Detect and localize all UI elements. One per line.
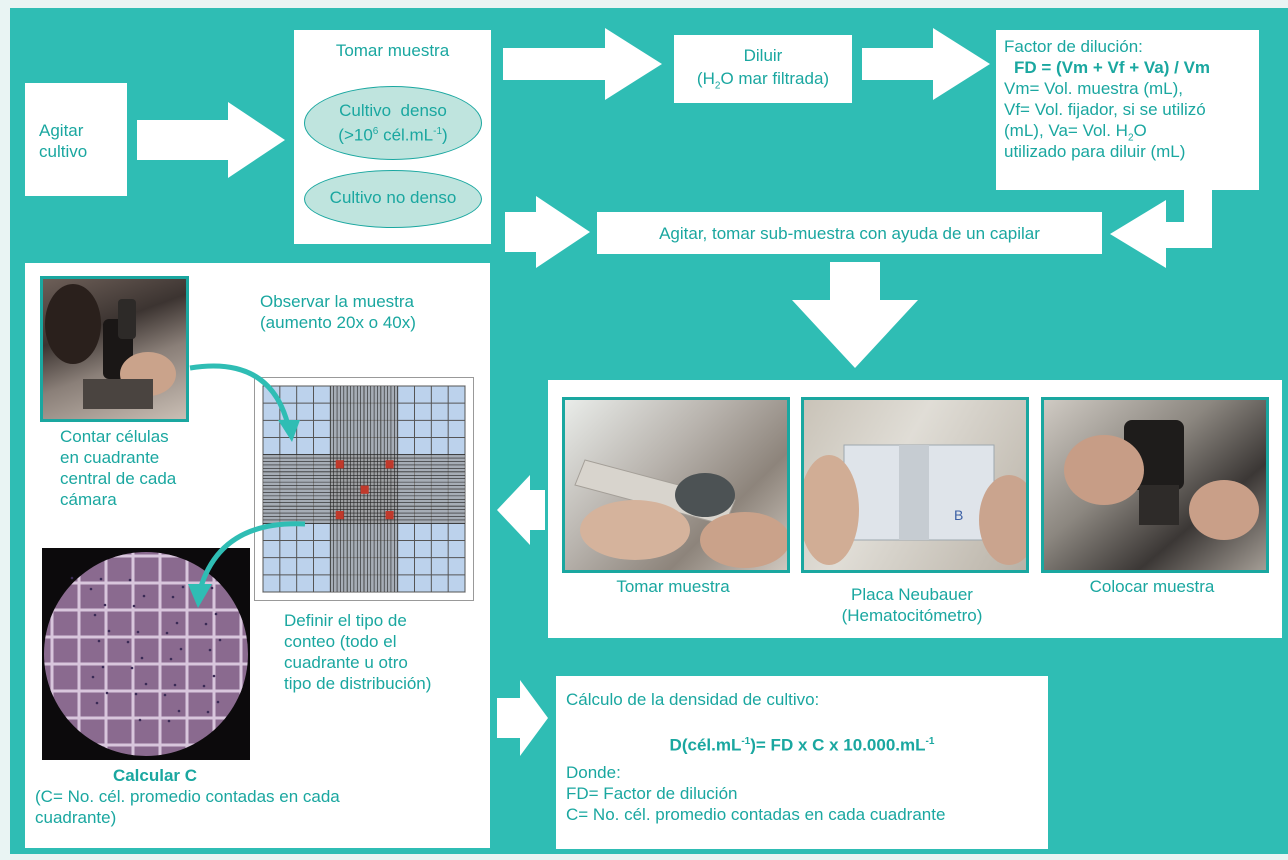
frame-edge-bottom xyxy=(0,854,1288,860)
step-agitar-box: Agitar cultivo xyxy=(25,83,127,196)
photo-placa-neubauer: B xyxy=(801,397,1029,573)
factor-dilucion-box: Factor de dilución: FD = (Vm + Vf + Va) … xyxy=(996,30,1259,190)
observar-label: Observar la muestra (aumento 20x o 40x) xyxy=(260,292,416,332)
microscope-illustration xyxy=(45,284,176,409)
photos-panel: B Tomar muestra Placa Neubauer (Hematoci… xyxy=(548,380,1282,638)
contar-label: Contar células en cuadrante central de c… xyxy=(60,427,177,509)
red-counting-square xyxy=(385,510,394,520)
caption-colocar: Colocar muestra xyxy=(1089,577,1215,596)
definir-label: Definir el tipo de conteo (todo el cuadr… xyxy=(284,611,432,693)
arrow-factor-to-submuestra xyxy=(1110,188,1212,268)
factor-line2: Vf= Vol. fijador, si se utilizó xyxy=(1004,100,1206,119)
caption-tomar: Tomar muestra xyxy=(616,577,730,596)
arrow-tomar-to-diluir xyxy=(503,28,662,100)
frame-edge-top xyxy=(0,0,1288,8)
photo-placa-art: B xyxy=(804,444,1026,565)
cultivo-no-denso-ellipse: Cultivo no denso xyxy=(304,170,482,228)
step-diluir-title: Diluir xyxy=(743,46,783,65)
cultivo-no-denso-label: Cultivo no denso xyxy=(329,188,457,207)
caption-placa: Placa Neubauer (Hematocitómetro) xyxy=(841,585,983,625)
factor-title: Factor de dilución: xyxy=(1004,37,1143,56)
arrow-agitar-to-tomar xyxy=(137,102,285,178)
red-counting-square xyxy=(360,485,369,494)
svg-text:B: B xyxy=(954,507,963,523)
step-diluir-sub: (H2O mar filtrada) xyxy=(696,69,830,92)
red-counting-square xyxy=(385,460,394,469)
curve-microscope-to-grid xyxy=(189,363,291,426)
calculo-c: C= No. cél. promedio contadas en cada cu… xyxy=(566,805,946,824)
arrow-photos-to-left xyxy=(497,475,545,545)
curve-head-1 xyxy=(278,420,300,442)
step-agitar-label: Agitar cultivo xyxy=(39,121,88,161)
step-tomar-title: Tomar muestra xyxy=(335,41,450,60)
step-submuestra-label: Agitar, tomar sub-muestra con ayuda de u… xyxy=(659,224,1040,243)
photo-colocar-art xyxy=(1064,420,1259,540)
arrow-submuestra-down xyxy=(792,262,918,368)
step-tomar-box: Tomar muestra Cultivo denso (>106 cél.mL… xyxy=(294,30,491,244)
cultivo-denso-ellipse: Cultivo denso (>106 cél.mL-1) xyxy=(304,86,482,160)
photo-colocar-muestra xyxy=(1041,397,1269,573)
calculo-formula: D(cél.mL-1)= FD x C x 10.000.mL-1 xyxy=(669,735,935,755)
step-submuestra-box: Agitar, tomar sub-muestra con ayuda de u… xyxy=(597,212,1102,254)
cultivo-denso-label: Cultivo denso xyxy=(339,101,447,120)
curve-head-2 xyxy=(188,584,212,608)
curve-grid-to-micrograph xyxy=(197,521,306,591)
step-diluir-box: Diluir (H2O mar filtrada) xyxy=(674,35,852,103)
red-counting-square xyxy=(335,460,344,469)
factor-formula: FD = (Vm + Vf + Va) / Vm xyxy=(1014,58,1211,77)
red-counting-square xyxy=(335,510,344,520)
calculo-fd: FD= Factor de dilución xyxy=(566,784,738,803)
microscope-photo xyxy=(40,276,189,422)
calculo-title: Cálculo de la densidad de cultivo: xyxy=(566,690,820,709)
factor-line1: Vm= Vol. muestra (mL), xyxy=(1004,79,1184,98)
cultivo-denso-sub: (>106 cél.mL-1) xyxy=(338,125,448,145)
photo-tomar-muestra xyxy=(562,397,790,573)
arrow-to-calculo xyxy=(497,680,548,756)
micrograph-photo xyxy=(42,548,250,760)
frame-edge-left xyxy=(0,0,10,860)
calcular-title: Calcular C xyxy=(112,766,198,785)
arrow-tomar-to-submuestra xyxy=(505,196,590,268)
arrow-diluir-to-factor xyxy=(862,28,990,100)
factor-line4: utilizado para diluir (mL) xyxy=(1004,142,1186,161)
photo-tomar-art xyxy=(574,459,787,568)
calculo-donde: Donde: xyxy=(566,763,621,782)
calcular-desc: (C= No. cél. promedio contadas en cada c… xyxy=(35,787,340,827)
calculo-panel: Cálculo de la densidad de cultivo: D(cél… xyxy=(556,676,1048,849)
factor-line3: (mL), Va= Vol. H2O xyxy=(1004,121,1147,144)
